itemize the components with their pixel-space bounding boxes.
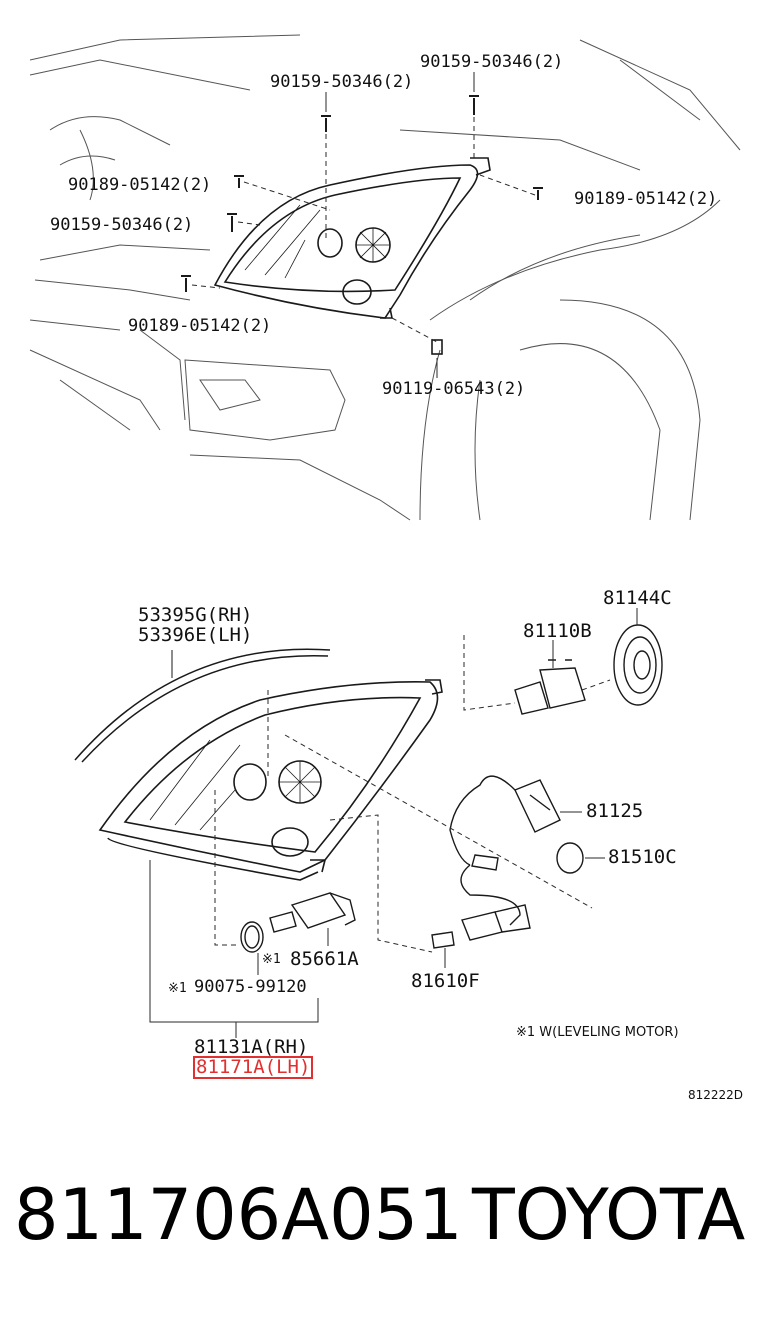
diagram-drawing bbox=[29, 34, 741, 1038]
diagram-code: 812222D bbox=[688, 1088, 744, 1102]
label-90075-99120-mark: ※1 bbox=[168, 981, 187, 996]
footer: 811706A051 TOYOTA bbox=[0, 1180, 760, 1290]
label-81125: 81125 bbox=[586, 800, 644, 822]
label-81144c: 81144C bbox=[603, 587, 672, 609]
label-90159-50346-right: 90159-50346(2) bbox=[420, 52, 564, 72]
bulb-parts bbox=[240, 624, 663, 953]
label-81110b: 81110B bbox=[523, 620, 592, 642]
bottom-label-lines bbox=[149, 608, 638, 1038]
vehicle-outline bbox=[29, 34, 741, 521]
top-leaders bbox=[191, 117, 536, 343]
label-85661a: 85661A bbox=[290, 948, 359, 970]
label-85661a-mark: ※1 bbox=[262, 952, 281, 967]
label-81610f: 81610F bbox=[411, 970, 480, 992]
top-label-lines bbox=[325, 72, 475, 378]
trim-strip bbox=[74, 648, 331, 763]
label-90189-05142-left-lower: 90189-05142(2) bbox=[128, 316, 272, 336]
label-53396e-lh: 53396E(LH) bbox=[138, 624, 253, 646]
main-headlamp bbox=[98, 679, 443, 881]
label-90189-05142-left-upper: 90189-05142(2) bbox=[68, 175, 212, 195]
label-90119-06543: 90119-06543(2) bbox=[382, 379, 526, 399]
brand-name: TOYOTA bbox=[472, 1174, 746, 1256]
label-53395g-rh: 53395G(RH) bbox=[138, 604, 253, 626]
leveling-motor-note: ※1 W(LEVELING MOTOR) bbox=[516, 1025, 679, 1040]
top-fasteners bbox=[181, 95, 543, 355]
label-81131a-rh: 81131A(RH) bbox=[194, 1036, 309, 1058]
top-headlamp bbox=[213, 157, 491, 319]
label-90159-50346-left-top: 90159-50346(2) bbox=[270, 72, 414, 92]
part-number: 811706A051 bbox=[14, 1174, 463, 1256]
bottom-leaders bbox=[214, 635, 611, 953]
label-90189-05142-right: 90189-05142(2) bbox=[574, 189, 718, 209]
label-81510c: 81510C bbox=[608, 846, 677, 868]
label-81171a-lh: 81171A(LH) bbox=[193, 1056, 314, 1079]
parts-diagram: 90159-50346(2) 90159-50346(2) 90189-0514… bbox=[29, 34, 744, 1102]
label-90075-99120: 90075-99120 bbox=[194, 977, 307, 997]
label-90159-50346-left-mid: 90159-50346(2) bbox=[50, 215, 194, 235]
